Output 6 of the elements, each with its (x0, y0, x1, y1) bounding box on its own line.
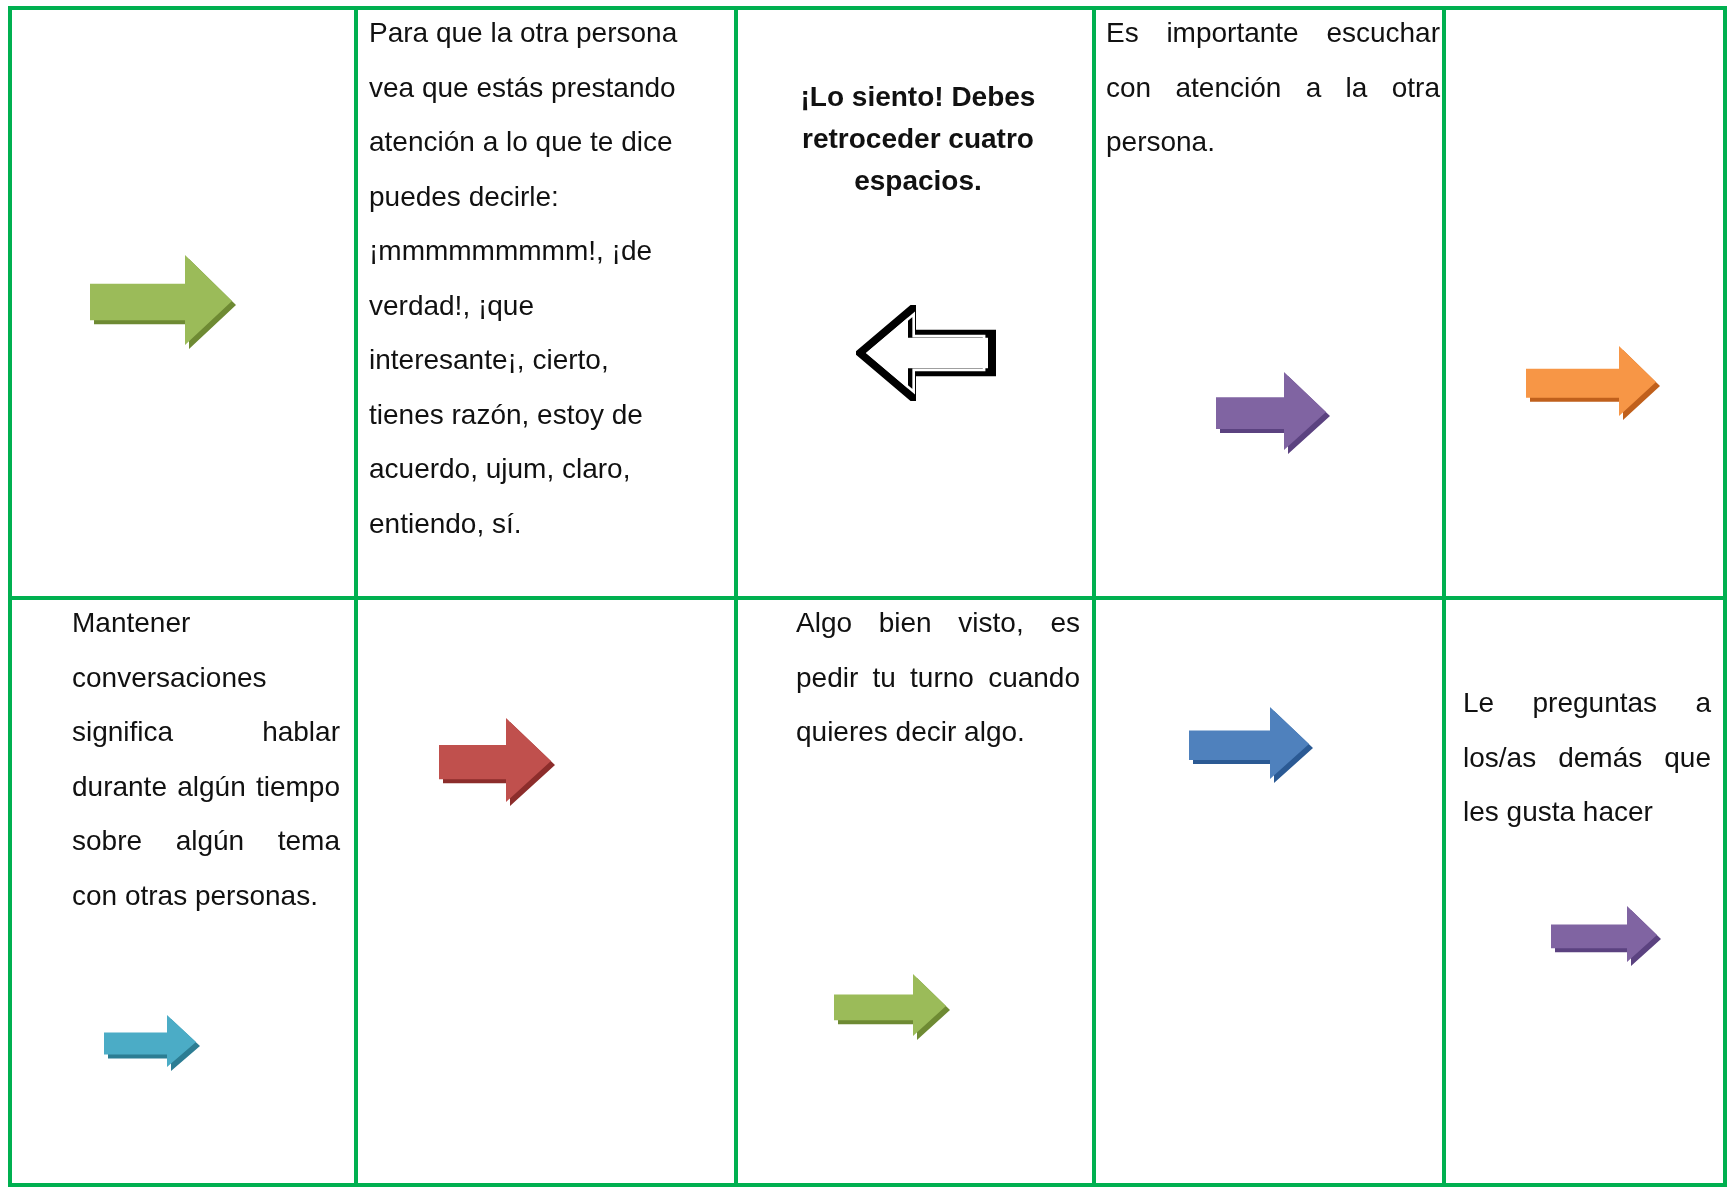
square-text: Le preguntas a los/as demás que les gusta hacer (1463, 686, 1711, 829)
square-text: Para que la otra persona vea que estás prestando atención a lo que te dice puedes decirle: ¡mmmmmmmmm!, ¡de verdad!, ¡que interesante¡, cierto, tienes razón, estoy de acuerdo, ujum, claro, entiendo, sí. (369, 16, 679, 541)
square-text: Es importante escuchar con atención a la otra persona. (1106, 16, 1440, 159)
instruction-text: ¡Lo siento! Debes retroceder cuatro espacios. (799, 80, 1037, 198)
square-text: Algo bien visto, es pedir tu turno cuando quieres decir algo. (796, 606, 1080, 749)
square-text: Mantener conversaciones significa hablar durante algún tiempo sobre algún tema con otras personas. (72, 606, 340, 913)
